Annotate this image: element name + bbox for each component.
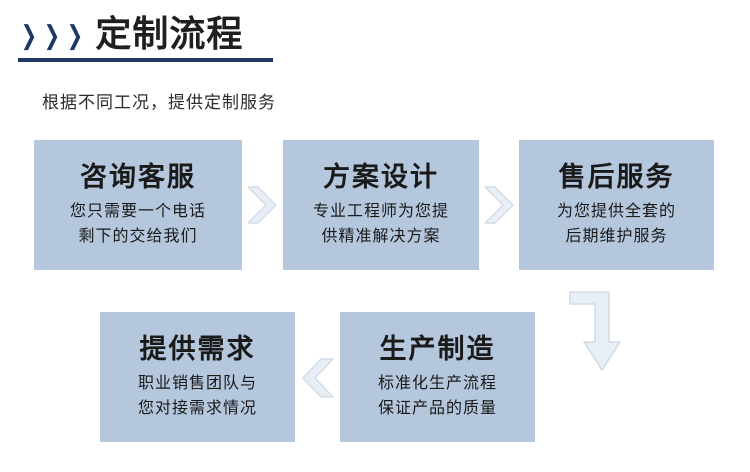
chevron-right-arrow-icon: [483, 183, 517, 227]
step-desc-line: 保证产品的质量: [377, 400, 497, 417]
step-card-2[interactable]: 方案设计 专业工程师为您提 供精准解决方案: [283, 140, 479, 270]
step-title: 生产制造: [379, 334, 496, 364]
step-desc-line: 您对接需求情况: [137, 400, 257, 417]
curved-down-arrow-icon: [562, 290, 624, 380]
step-desc-line: 专业工程师为您提: [312, 203, 449, 220]
step-card-3[interactable]: 售后服务 为您提供全套的 后期维护服务: [519, 140, 714, 270]
step-title: 方案设计: [323, 162, 439, 192]
step-desc-line: 职业销售团队与: [137, 375, 257, 392]
step-desc-line: 剩下的交给我们: [78, 228, 198, 245]
step-desc-line: 后期维护服务: [565, 228, 668, 245]
step-card-4[interactable]: 提供需求 职业销售团队与 您对接需求情况: [100, 312, 295, 442]
step-title: 售后服务: [558, 162, 675, 192]
step-card-1[interactable]: 咨询客服 您只需要一个电话 剩下的交给我们: [34, 140, 242, 270]
chevron-left-arrow-icon: [299, 355, 339, 401]
step-title: 提供需求: [139, 334, 256, 364]
step-desc-line: 您只需要一个电话: [69, 203, 206, 220]
triple-chevron-right-icon: ❯❯❯: [20, 20, 83, 50]
step-title: 咨询客服: [80, 162, 196, 192]
step-desc-line: 供精准解决方案: [321, 228, 441, 245]
step-card-5[interactable]: 生产制造 标准化生产流程 保证产品的质量: [340, 312, 535, 442]
step-desc-line: 标准化生产流程: [377, 375, 497, 392]
page-subtitle: 根据不同工况，提供定制服务: [42, 93, 276, 112]
page-title: 定制流程: [95, 13, 244, 54]
page-header: ❯❯❯ 定制流程: [18, 14, 732, 62]
header-row: ❯❯❯ 定制流程: [18, 14, 732, 58]
title-underline-rule: [18, 58, 273, 62]
step-desc-line: 为您提供全套的: [556, 203, 676, 220]
chevron-right-arrow-icon: [246, 183, 280, 227]
